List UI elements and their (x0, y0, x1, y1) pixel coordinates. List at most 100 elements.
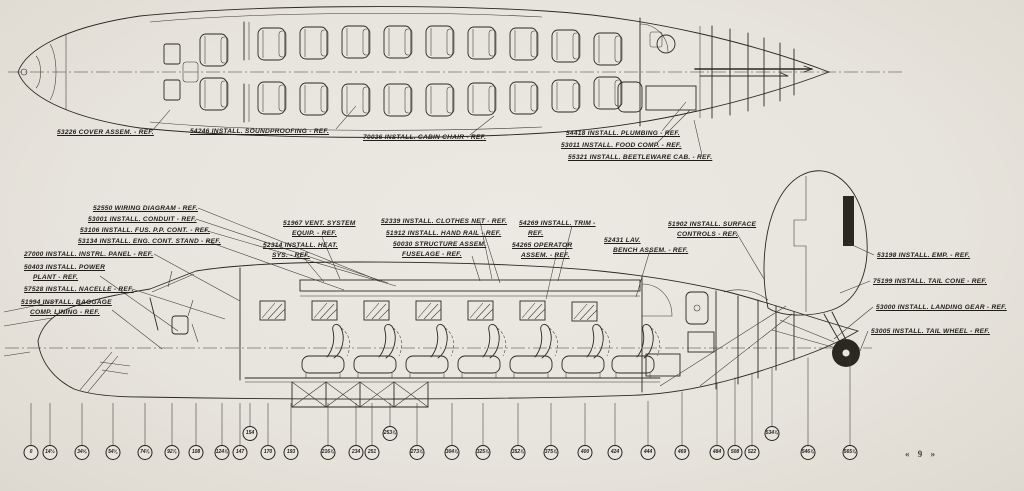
callout-top_view: 53011 INSTALL. FOOD COMP. - REF. (561, 141, 681, 151)
side-right-leaders (833, 242, 875, 352)
tailcone-frames-plan (711, 25, 795, 119)
top-view-drawing (8, 6, 905, 156)
callout-top_view: 70036 INSTALL. CABIN CHAIR - REF. (363, 133, 486, 143)
station-marker: 34⅝ (74, 445, 90, 460)
callout-line: 75199 INSTALL. TAIL CONE - REF. (873, 278, 987, 285)
callout-line: 53005 INSTALL. TAIL WHEEL - REF. (871, 328, 990, 335)
station-marker: 484 (709, 445, 725, 460)
station-marker: 534⅞ (764, 426, 780, 441)
callout-top_view: 54418 INSTALL. PLUMBING - REF. (566, 129, 680, 139)
callout-line: 53011 INSTALL. FOOD COMP. - REF. (561, 142, 682, 149)
soundproofing-band (299, 279, 641, 292)
callout-side_left: 57528 INSTALL. NACELLE - REF. (24, 285, 134, 295)
callout-side_center: 50030 STRUCTURE ASSEM. FUSELAGE - REF. (393, 240, 486, 260)
callout-line: 52339 INSTALL. CLOTHES NET - REF. (381, 218, 508, 225)
callout-top_view: 53226 COVER ASSEM. - REF. (57, 128, 154, 138)
callout-side_left: 53001 INSTALL. CONDUIT - REF. (88, 215, 197, 225)
callout-line: 53106 INSTALL. FUS. P.P. CONT. - REF. (80, 227, 211, 234)
callout-line: 51912 INSTALL. HAND RAIL - REF. (386, 230, 502, 237)
callout-line: PLANT - REF. (33, 274, 79, 282)
station-marker: 469 (674, 445, 690, 460)
callout-side_right: 53198 INSTALL. EMP. - REF. (877, 251, 970, 261)
top-view-leaders (151, 101, 703, 156)
side-view-drawing (3, 170, 875, 445)
station-marker: 325⅞ (475, 445, 491, 460)
callout-line: 54269 INSTALL. TRIM - (519, 220, 596, 227)
station-marker: 444 (640, 445, 656, 460)
callout-line: 53226 COVER ASSEM. - REF. (57, 129, 154, 136)
callout-line: REF. (528, 230, 544, 238)
callout-line: FUSELAGE - REF. (402, 251, 462, 259)
callout-line: 51902 INSTALL. SURFACE (668, 221, 757, 228)
callout-line: 51967 VENT. SYSTEM (283, 220, 356, 227)
station-marker: 108 (188, 445, 204, 460)
callout-line: 53198 INSTALL. EMP. - REF. (877, 252, 971, 259)
station-marker: 193 (283, 445, 299, 460)
station-leader-lines (30, 346, 851, 445)
callout-side_right: 53005 INSTALL. TAIL WHEEL - REF. (871, 327, 990, 337)
callout-side_left: 27000 INSTALL. INSTRL. PANEL - REF. (24, 250, 153, 260)
callout-top_view: 55321 INSTALL. BEETLEWARE CAB. - REF. (568, 153, 712, 163)
station-marker: 124⅞ (214, 445, 230, 460)
callout-line: 53000 INSTALL. LANDING GEAR - REF. (876, 304, 1007, 311)
callout-line: SYS. - REF. (272, 252, 310, 260)
callout-side_center: 54269 INSTALL. TRIM - REF. (519, 219, 596, 239)
callout-side_left: 53134 INSTALL. ENG. CONT. STAND - REF. (78, 237, 221, 247)
station-marker: 400 (577, 445, 593, 460)
station-marker: 154 (242, 426, 258, 441)
side-left-leaders (99, 207, 397, 350)
station-marker: 14½ (42, 445, 58, 460)
callout-line: 50030 STRUCTURE ASSEM. (393, 241, 487, 248)
callout-line: BENCH ASSEM. - REF. (613, 247, 689, 255)
callout-line: 52314 INSTALL. HEAT. (263, 242, 338, 249)
station-marker: 147 (232, 445, 248, 460)
station-marker: 546⅞ (800, 445, 816, 460)
callout-line: 53134 INSTALL. ENG. CONT. STAND - REF. (78, 238, 221, 245)
callout-side_left: 51994 INSTALL. BAGGAGE COMP. LINING - REF… (21, 298, 112, 318)
profile-passenger-seats (301, 323, 661, 379)
station-marker: 522 (744, 445, 760, 460)
callout-top_view: 54246 INSTALL. SOUNDPROOFING - REF. (190, 127, 329, 137)
callout-side_left: 53106 INSTALL. FUS. P.P. CONT. - REF. (80, 226, 210, 236)
callout-line: 50403 INSTALL. POWER (24, 264, 106, 271)
callout-line: 54246 INSTALL. SOUNDPROOFING - REF. (190, 128, 330, 135)
page-number: « 9 » (905, 449, 938, 459)
station-marker: 508 (727, 445, 743, 460)
callout-side_left: 50403 INSTALL. POWER PLANT - REF. (24, 263, 105, 283)
vertical-fin (723, 170, 868, 316)
callout-line: 27000 INSTALL. INSTRL. PANEL - REF. (24, 251, 154, 258)
station-marker: 253⅞ (382, 426, 398, 441)
station-marker: 170 (260, 445, 276, 460)
callout-line: 70036 INSTALL. CABIN CHAIR - REF. (363, 134, 487, 141)
callout-side_center: 52314 INSTALL. HEAT. SYS. - REF. (263, 241, 338, 261)
station-marker: 234 (348, 445, 364, 460)
callout-line: 51994 INSTALL. BAGGAGE (21, 299, 112, 306)
station-marker: 251 (364, 445, 380, 460)
station-marker: 92⅞ (164, 445, 180, 460)
station-marker: 565⅞ (842, 445, 858, 460)
station-marker: 216⅞ (320, 445, 336, 460)
station-marker: 375⅞ (543, 445, 559, 460)
callout-side_right: 53000 INSTALL. LANDING GEAR - REF. (876, 303, 1007, 313)
plan-passenger-seats (257, 25, 623, 117)
callout-line: 52431 LAV. (604, 237, 641, 244)
callout-line: 54265 OPERATOR (512, 242, 573, 249)
tail-wheel (771, 311, 860, 367)
callout-line: 55321 INSTALL. BEETLEWARE CAB. - REF. (568, 154, 713, 161)
callout-side_left: 52550 WIRING DIAGRAM - REF. (93, 204, 198, 214)
station-marker: 273⅞ (409, 445, 425, 460)
callout-line: COMP. LINING - REF. (30, 309, 100, 317)
station-marker: 304⅞ (444, 445, 460, 460)
callout-side_center: 52339 INSTALL. CLOTHES NET - REF. (381, 217, 507, 227)
callout-line: CONTROLS - REF. (677, 231, 738, 239)
station-marker: 352⅞ (510, 445, 526, 460)
station-marker: 0 (23, 445, 39, 460)
station-marker: 54¾ (105, 445, 121, 460)
callout-side_center: 51912 INSTALL. HAND RAIL - REF. (386, 229, 501, 239)
callout-line: 54418 INSTALL. PLUMBING - REF. (566, 130, 680, 137)
callout-line: 53001 INSTALL. CONDUIT - REF. (88, 216, 197, 223)
